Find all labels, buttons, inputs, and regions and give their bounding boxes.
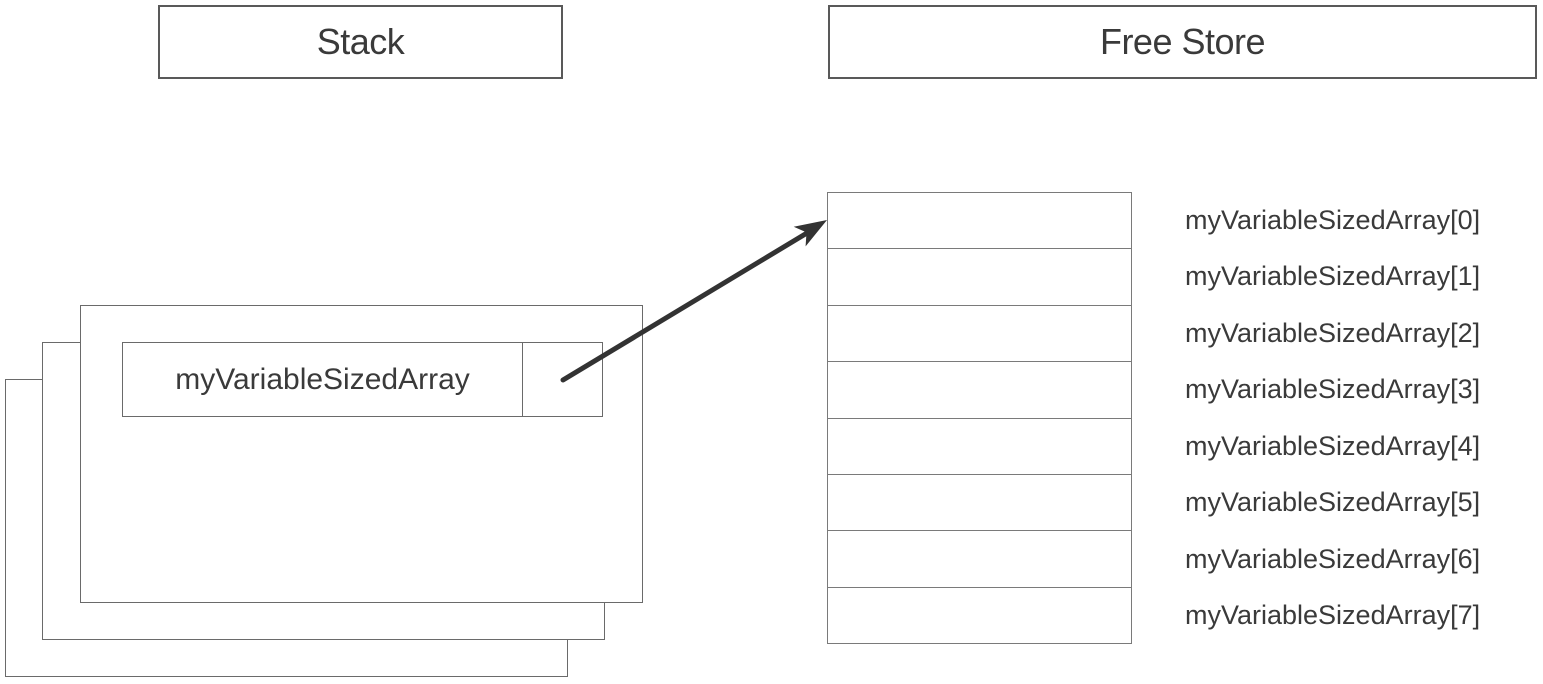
array-label-3: myVariableSizedArray[3] [1185, 374, 1481, 405]
array-cell-6 [828, 530, 1131, 586]
array-label-0: myVariableSizedArray[0] [1185, 204, 1481, 235]
array-label-2: myVariableSizedArray[2] [1185, 317, 1481, 348]
pointer-arrow-head-icon [793, 220, 827, 247]
variable-name-cell: myVariableSizedArray [123, 343, 522, 416]
array-labels: myVariableSizedArray[0] myVariableSizedA… [1185, 192, 1535, 644]
array-cell-4 [828, 417, 1131, 474]
variable-box: myVariableSizedArray [122, 342, 603, 417]
array-label-6: myVariableSizedArray[6] [1185, 543, 1481, 574]
array-cell-7 [828, 586, 1131, 643]
array-cell-5 [828, 473, 1131, 530]
array-cell-2 [828, 304, 1131, 361]
array-cell-1 [828, 248, 1131, 304]
stack-title-box: Stack [158, 5, 563, 79]
array-label-4: myVariableSizedArray[4] [1185, 430, 1481, 461]
free-store-title: Free Store [1099, 21, 1266, 62]
array-label-7: myVariableSizedArray[7] [1185, 600, 1481, 631]
variable-name: myVariableSizedArray [175, 362, 470, 396]
free-store-title-box: Free Store [828, 5, 1537, 79]
array-cell-0 [828, 193, 1131, 248]
array-label-5: myVariableSizedArray[5] [1185, 487, 1481, 518]
stack-title: Stack [316, 21, 405, 62]
array-label-1: myVariableSizedArray[1] [1185, 261, 1481, 292]
free-store-array [827, 192, 1132, 644]
array-cell-3 [828, 361, 1131, 417]
pointer-cell [522, 343, 602, 416]
